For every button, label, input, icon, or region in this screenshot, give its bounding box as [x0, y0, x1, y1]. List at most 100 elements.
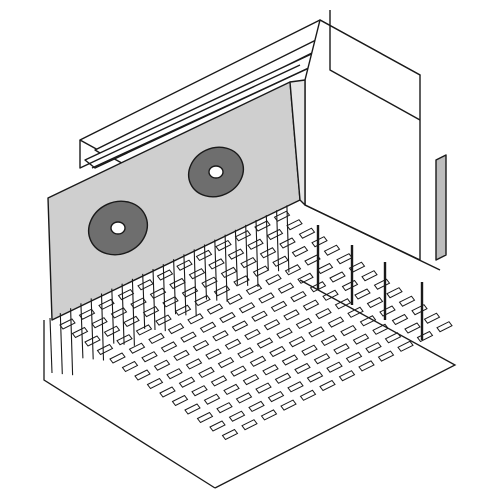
- pin-pad: [326, 361, 343, 373]
- pin-pad: [301, 344, 318, 356]
- pin-pad: [254, 220, 271, 232]
- pin-leg: [80, 303, 84, 359]
- pin-pad: [185, 358, 203, 370]
- pin-pad: [233, 275, 250, 287]
- pin-leg: [59, 313, 63, 375]
- pin-pad: [187, 313, 204, 325]
- pin-pad: [208, 258, 225, 270]
- pin-pad: [302, 299, 320, 311]
- pin-pad: [221, 428, 239, 441]
- side-tab: [435, 154, 447, 261]
- mounting-hole-right: [187, 146, 245, 198]
- pin-pad: [272, 255, 289, 267]
- pin-pad: [178, 376, 196, 388]
- pin-pad: [320, 334, 338, 347]
- pin-pad: [354, 288, 371, 300]
- housing-body: [304, 10, 447, 271]
- pin-pad: [98, 298, 115, 311]
- pin-base-outline: [43, 279, 457, 489]
- pin-pad: [281, 354, 299, 366]
- pin-pad: [323, 244, 341, 256]
- pin-pad: [283, 309, 300, 321]
- pin-pad: [149, 287, 167, 299]
- pin-pad: [184, 403, 201, 415]
- pin-pad: [255, 382, 272, 394]
- pin-pad: [116, 334, 133, 346]
- pin-leg: [142, 273, 146, 329]
- base-left-edge: [43, 320, 216, 489]
- pin-pad: [169, 277, 186, 290]
- pin-pad: [228, 410, 246, 422]
- pin-pad: [209, 420, 226, 432]
- pin-pad: [216, 402, 233, 414]
- pin-pad: [196, 411, 214, 424]
- housing-lower-edge: [304, 204, 441, 271]
- pin-pad: [220, 266, 238, 279]
- pin-pad: [146, 377, 164, 390]
- pin-leg: [286, 205, 290, 273]
- pin-pad: [345, 351, 363, 364]
- pin-pad: [241, 419, 258, 431]
- pin-pad: [319, 379, 336, 392]
- pin-pad: [313, 353, 331, 365]
- pin-pad: [96, 343, 114, 356]
- pin-pad: [192, 339, 210, 352]
- pin-leg: [162, 264, 166, 332]
- pin-pad: [322, 289, 339, 301]
- pin-pad: [336, 253, 353, 265]
- pin-pad: [352, 333, 370, 345]
- pin-leg: [265, 215, 269, 271]
- pin-pad: [135, 324, 153, 336]
- pin-pad: [276, 327, 293, 339]
- base-right-edge: [214, 279, 457, 489]
- pin-pad: [251, 310, 268, 322]
- pin-pad: [297, 272, 314, 284]
- pin-pad: [159, 386, 176, 398]
- pin-pad: [223, 383, 240, 396]
- pin-leg: [214, 239, 218, 301]
- pin-pad: [262, 364, 279, 376]
- pin-pad: [252, 265, 270, 277]
- pin-pad: [347, 306, 364, 318]
- pin-pad: [188, 268, 206, 280]
- pin-pad: [242, 373, 260, 386]
- pin-pad: [215, 239, 232, 252]
- pin-pad: [205, 348, 222, 360]
- pin-pad: [311, 236, 328, 248]
- pin-pad: [142, 305, 160, 318]
- pin-leg: [276, 210, 280, 272]
- hole-core-left: [110, 221, 126, 235]
- pin-pad: [137, 279, 154, 291]
- pin-pad: [148, 332, 165, 345]
- pin-pad: [391, 313, 409, 326]
- pin-pad: [180, 331, 197, 343]
- pin-pad: [249, 355, 267, 367]
- pin-pad: [361, 270, 378, 282]
- pin-pad: [384, 332, 402, 344]
- pin-leg: [152, 268, 156, 331]
- pin-pad: [191, 385, 208, 397]
- pin-pad: [265, 273, 282, 286]
- pin-pad: [267, 390, 285, 403]
- pin-leg: [234, 229, 238, 285]
- pin-pad: [304, 254, 321, 266]
- pin-pad: [210, 375, 228, 387]
- pin-pad: [194, 294, 211, 307]
- pin-pad: [263, 319, 281, 331]
- pin-pad: [201, 276, 218, 288]
- pin-pad: [153, 359, 171, 371]
- pin-pad: [299, 389, 317, 401]
- pin-leg: [49, 317, 53, 374]
- pin-pad: [174, 304, 192, 316]
- pin-pad: [181, 286, 199, 298]
- pin-pad: [423, 312, 441, 324]
- pin-pad: [436, 321, 453, 333]
- pin-pad: [217, 356, 235, 369]
- pin-leg: [224, 234, 228, 302]
- pin-pad: [341, 279, 359, 292]
- pin-leg: [203, 244, 208, 300]
- pin-leg: [111, 288, 115, 344]
- pin-pad: [327, 316, 345, 328]
- pin-pad: [231, 320, 249, 332]
- pin-pad: [224, 338, 242, 350]
